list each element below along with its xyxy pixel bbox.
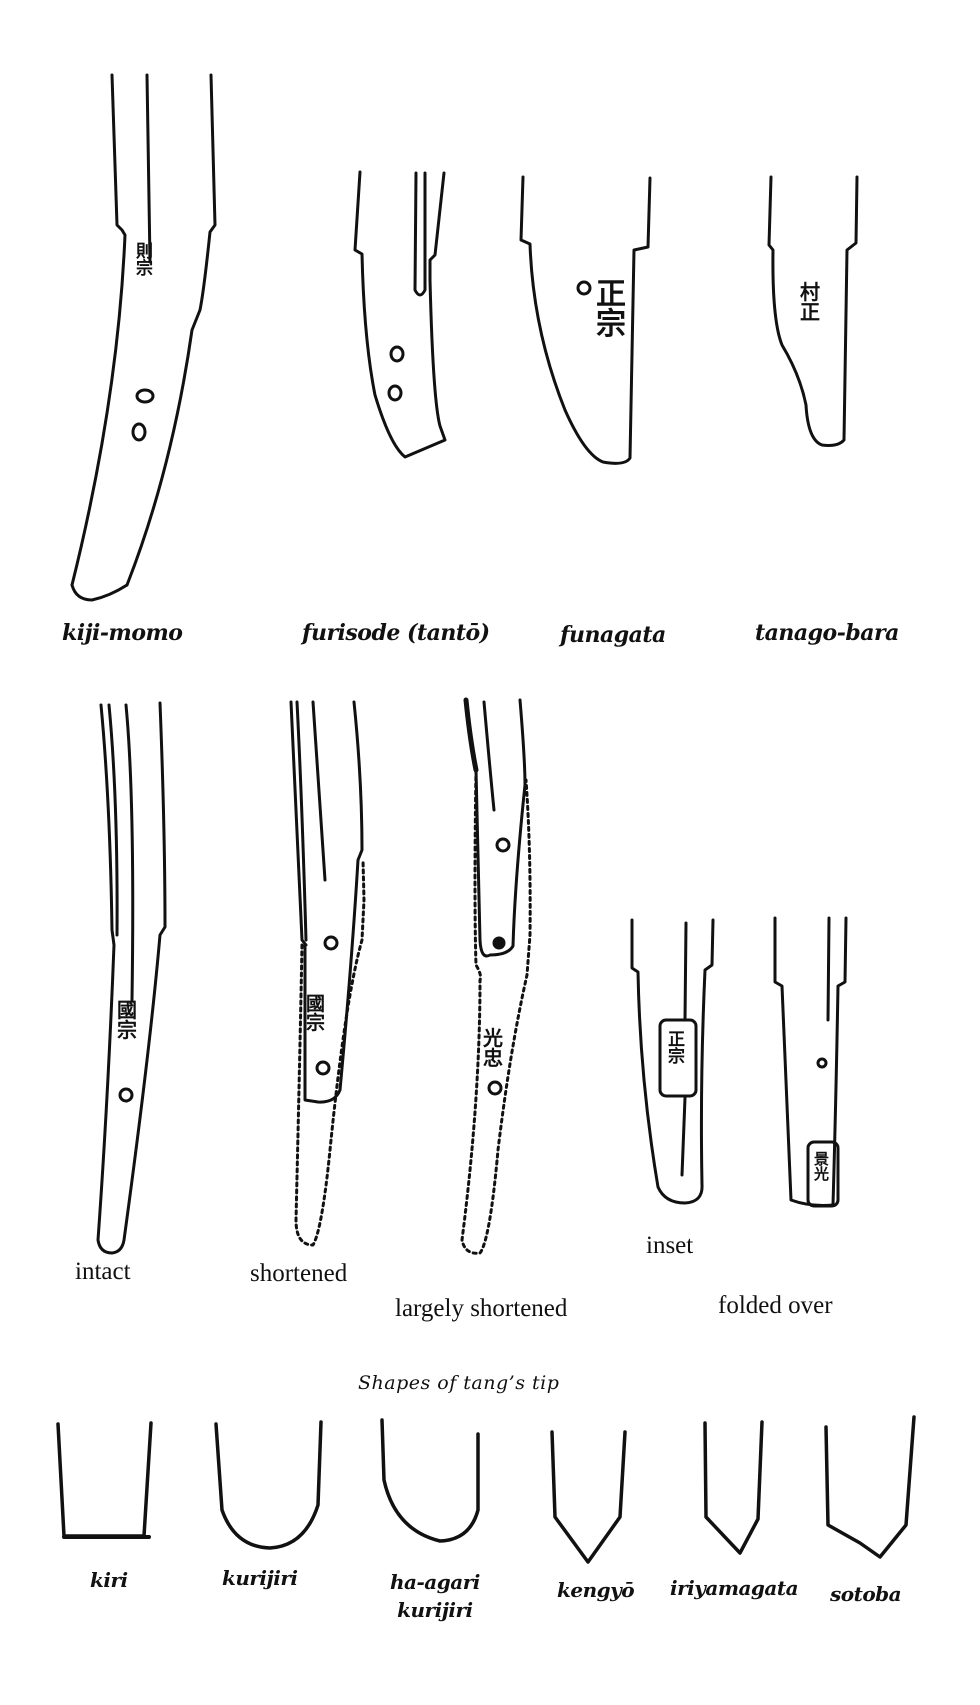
signature-char: 宗: [136, 259, 153, 279]
label-ha-agari-kurijiri: ha-agari kurijiri: [390, 1568, 480, 1624]
signature-intact: 國 宗: [117, 1000, 141, 1040]
label-inset: inset: [646, 1232, 694, 1259]
label-tanago-bara: tanago-bara: [755, 620, 899, 646]
signature-char: 宗: [306, 1012, 326, 1034]
peg-hole-icon: [492, 936, 506, 950]
label-furisode: furisode (tantō): [302, 620, 490, 646]
tanago-bara-tang: [767, 175, 859, 447]
peg-hole-icon: [135, 388, 155, 404]
peg-hole-icon: [495, 837, 511, 853]
furisode-tang: [353, 170, 447, 459]
kengyo-tip: [550, 1430, 627, 1564]
signature-char: 正: [668, 1030, 685, 1050]
signature-char: 村: [800, 280, 820, 304]
signature-funagata: 正 宗: [596, 280, 630, 340]
signature-char: 光: [483, 1026, 503, 1050]
signature-char: 則: [136, 242, 153, 262]
signature-char: 正: [596, 277, 626, 312]
section-title-tang-tip: Shapes of tang’s tip: [358, 1372, 560, 1394]
largely-shortened-tang: [460, 697, 532, 1255]
peg-hole-icon: [315, 1060, 331, 1076]
kurijiri-tip: [214, 1420, 323, 1550]
inset-tang: [630, 918, 715, 1205]
signature-largely-shortened: 光 忠: [483, 1028, 505, 1068]
signature-char: 國: [117, 998, 137, 1022]
sotoba-tip: [824, 1415, 916, 1559]
kiji-momo-tang: [70, 73, 217, 602]
signature-char: 忠: [483, 1046, 503, 1070]
signature-char: 景: [814, 1150, 830, 1168]
label-kiri: kiri: [90, 1568, 128, 1592]
label-shortened: shortened: [250, 1260, 348, 1287]
signature-char: 宗: [596, 307, 626, 342]
label-largely-shortened: largely shortened: [395, 1295, 568, 1322]
shortened-tang: [289, 700, 366, 1247]
signature-shortened: 國 宗: [306, 995, 328, 1033]
label-sotoba: sotoba: [830, 1582, 902, 1606]
folded-plate: [806, 1140, 840, 1208]
signature-char: 宗: [668, 1047, 685, 1067]
signature-char: 正: [800, 300, 820, 324]
intact-tang: [96, 701, 167, 1255]
signature-char: 光: [814, 1165, 830, 1183]
peg-hole-icon: [118, 1087, 134, 1103]
inset-plate: [658, 1018, 698, 1098]
label-kurijiri: kurijiri: [222, 1566, 298, 1590]
label-intact: intact: [75, 1258, 131, 1285]
label-kiji-momo: kiji-momo: [62, 620, 183, 646]
ha-agari-kurijiri-tip: [380, 1418, 480, 1543]
signature-inset: 正 宗: [668, 1032, 688, 1066]
funagata-tang: [519, 175, 652, 465]
peg-hole-icon: [389, 345, 405, 363]
signature-kiji-momo: 則 宗: [136, 244, 156, 278]
label-funagata: funagata: [560, 622, 666, 648]
peg-hole-icon: [323, 935, 339, 951]
iriyamagata-tip: [703, 1420, 764, 1555]
signature-folded-over: 景 光: [814, 1152, 832, 1182]
label-line: ha-agari: [390, 1570, 480, 1594]
peg-hole-icon: [576, 280, 592, 296]
signature-tanago-bara: 村 正: [800, 282, 824, 322]
label-folded-over: folded over: [718, 1292, 833, 1319]
peg-hole-icon: [487, 1080, 503, 1096]
label-iriyamagata: iriyamagata: [670, 1576, 799, 1600]
signature-char: 宗: [117, 1018, 137, 1042]
label-kengyo: kengyō: [557, 1578, 635, 1602]
signature-char: 國: [306, 993, 326, 1015]
peg-hole-icon: [131, 422, 147, 442]
kiri-tip: [56, 1421, 153, 1539]
folded-over-tang: [773, 916, 848, 1208]
peg-hole-icon: [387, 384, 403, 402]
peg-hole-icon: [816, 1057, 828, 1069]
label-line: kurijiri: [397, 1598, 473, 1622]
